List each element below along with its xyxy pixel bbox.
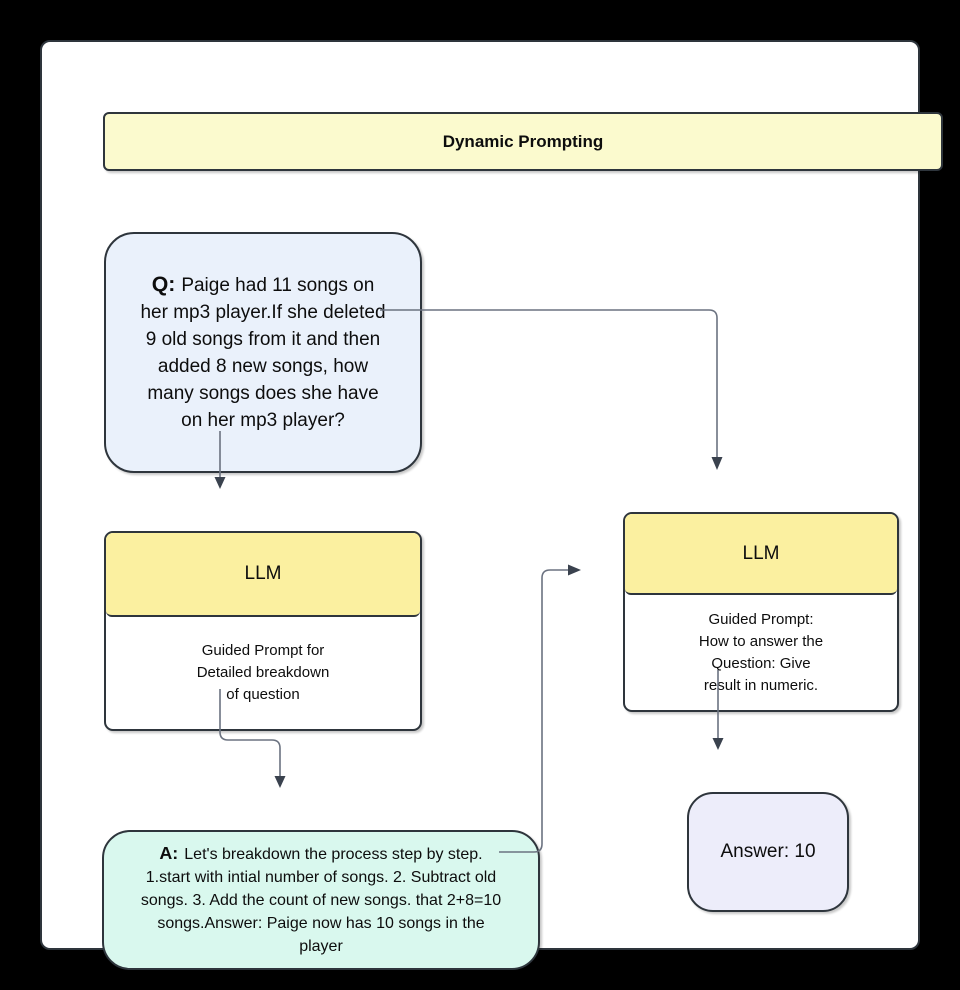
title-banner: Dynamic Prompting [103,112,943,171]
question-node: Q:Paige had 11 songs on her mp3 player.I… [104,232,422,473]
llm-left-prompt-text: Guided Prompt for Detailed breakdown of … [196,642,330,703]
llm-left-body: Guided Prompt for Detailed breakdown of … [106,617,420,729]
llm-right-prompt-text: Guided Prompt: How to answer the Questio… [698,610,824,694]
llm-right-label: LLM [742,542,780,564]
question-prefix: Q: [151,272,176,296]
diagram-canvas: Dynamic Prompting Q:Paige had 11 songs o… [40,40,943,970]
final-answer-node: Answer: 10 [687,792,849,912]
question-content: Q:Paige had 11 songs on her mp3 player.I… [140,271,385,434]
diagram-title: Dynamic Prompting [442,131,604,151]
breakdown-text: Let's breakdown the process step by step… [140,846,502,955]
question-text: Paige had 11 songs on her mp3 player.If … [140,275,386,431]
breakdown-answer-node: A:Let's breakdown the process step by st… [102,830,540,970]
llm-node-right: LLM Guided Prompt: How to answer the Que… [623,512,899,712]
llm-right-body: Guided Prompt: How to answer the Questio… [625,595,897,710]
llm-left-label: LLM [244,563,282,584]
breakdown-prefix: A: [159,843,179,863]
llm-right-header: LLM [625,514,897,595]
llm-node-left: LLM Guided Prompt for Detailed breakdown… [104,531,422,731]
final-answer-text: Answer: 10 [720,841,816,862]
llm-left-header: LLM [106,533,420,617]
breakdown-content: A:Let's breakdown the process step by st… [141,842,501,958]
